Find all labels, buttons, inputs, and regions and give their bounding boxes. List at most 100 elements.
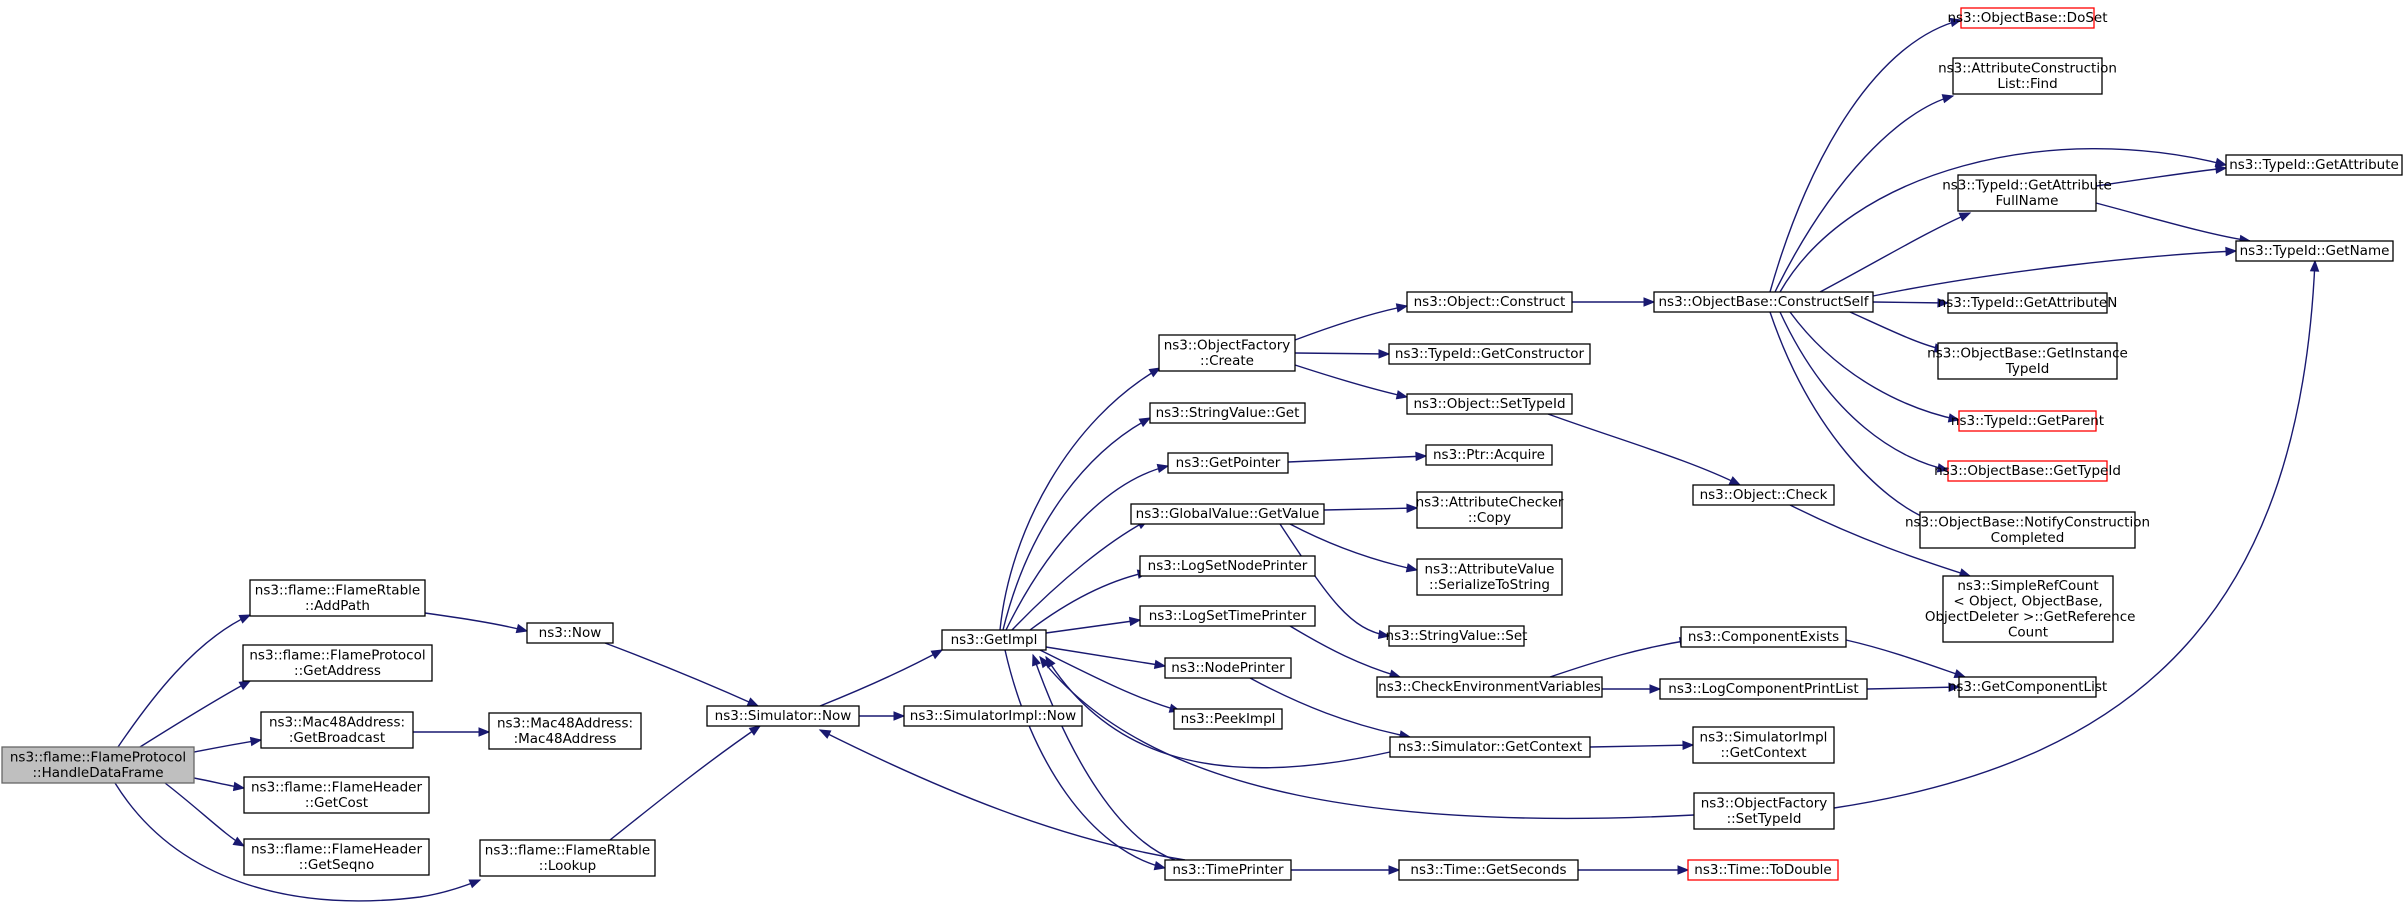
edge-getimpl-to-nodeprinter bbox=[1045, 646, 1167, 670]
node-label-line: :GetBroadcast bbox=[289, 730, 385, 746]
node-getcost[interactable]: ns3::flame::FlameHeader::GetCost bbox=[243, 776, 430, 814]
node-objcheck[interactable]: ns3::Object::Check bbox=[1692, 484, 1835, 506]
node-svget[interactable]: ns3::StringValue::Get bbox=[1149, 402, 1306, 424]
node-compexists[interactable]: ns3::ComponentExists bbox=[1680, 626, 1847, 648]
arrow-head-icon bbox=[1153, 659, 1167, 670]
node-label: ns3::ObjectBase::GetTypeId bbox=[1934, 463, 2121, 479]
node-label-line: ::SerializeToString bbox=[1429, 577, 1550, 593]
node-simimplgetctx[interactable]: ns3::SimulatorImpl::GetContext bbox=[1692, 726, 1835, 764]
node-timeprinter[interactable]: ns3::TimePrinter bbox=[1164, 859, 1292, 881]
edge-line bbox=[424, 612, 528, 632]
node-objconstruct[interactable]: ns3::Object::Construct bbox=[1406, 291, 1573, 313]
node-objsettid[interactable]: ns3::Object::SetTypeId bbox=[1406, 393, 1573, 415]
node-gvgetvalue[interactable]: ns3::GlobalValue::GetValue bbox=[1130, 503, 1325, 525]
node-logcompprint[interactable]: ns3::LogComponentPrintList bbox=[1659, 678, 1868, 700]
node-box bbox=[1149, 402, 1306, 424]
node-avser[interactable]: ns3::AttributeValue::SerializeToString bbox=[1416, 558, 1563, 596]
node-logsetnode[interactable]: ns3::LogSetNodePrinter bbox=[1139, 555, 1316, 577]
node-label-line: ns3::AttributeChecker bbox=[1416, 494, 1564, 510]
node-lookup[interactable]: ns3::flame::FlameRtable::Lookup bbox=[479, 839, 656, 877]
node-timegetsec[interactable]: ns3::Time::GetSeconds bbox=[1398, 859, 1579, 881]
node-box bbox=[941, 629, 1047, 651]
node-box bbox=[1139, 555, 1316, 577]
node-label: ns3::flame::FlameHeader::GetCost bbox=[251, 779, 422, 811]
node-ofcreate[interactable]: ns3::ObjectFactory::Create bbox=[1158, 334, 1296, 372]
edge-getimpl-to-timeprinter bbox=[1004, 649, 1167, 871]
node-getbcast[interactable]: ns3::Mac48Address::GetBroadcast bbox=[260, 711, 414, 749]
node-tidgetattrn[interactable]: ns3::TypeId::GetAttributeN bbox=[1938, 292, 2118, 314]
edge-getimpl-to-gvgetvalue bbox=[1011, 519, 1150, 631]
edge-getimpl-to-ofcreate bbox=[999, 367, 1162, 631]
node-label-line: ns3::TypeId::GetParent bbox=[1951, 413, 2104, 429]
node-label-line: ns3::Object::SetTypeId bbox=[1413, 396, 1565, 412]
edge-line bbox=[1845, 639, 1966, 678]
node-label: ns3::StringValue::Set bbox=[1386, 628, 1528, 644]
node-mac48[interactable]: ns3::Mac48Address::Mac48Address bbox=[488, 712, 642, 750]
node-addpath[interactable]: ns3::flame::FlameRtable::AddPath bbox=[249, 579, 426, 617]
edge-line bbox=[1002, 417, 1151, 631]
node-accopy[interactable]: ns3::AttributeChecker::Copy bbox=[1416, 491, 1564, 529]
node-box bbox=[1425, 444, 1553, 466]
node-obgettid[interactable]: ns3::ObjectBase::GetTypeId bbox=[1934, 460, 2121, 482]
node-obconstructself[interactable]: ns3::ObjectBase::ConstructSelf bbox=[1653, 291, 1874, 313]
node-logsettime[interactable]: ns3::LogSetTimePrinter bbox=[1139, 605, 1316, 627]
edge-line bbox=[1789, 311, 1960, 421]
node-simgetctx[interactable]: ns3::Simulator::GetContext bbox=[1389, 736, 1591, 758]
arrow-head-icon bbox=[1138, 417, 1152, 428]
node-label: ns3::Ptr::Acquire bbox=[1433, 447, 1545, 463]
node-svset[interactable]: ns3::StringValue::Set bbox=[1386, 625, 1528, 647]
node-label: ns3::TypeId::GetAttribute bbox=[2229, 157, 2399, 173]
node-nodeprinter[interactable]: ns3::NodePrinter bbox=[1164, 657, 1292, 679]
node-timetodouble[interactable]: ns3::Time::ToDouble bbox=[1687, 859, 1839, 881]
node-ofsettid[interactable]: ns3::ObjectFactory::SetTypeId bbox=[1693, 792, 1835, 830]
edge-line bbox=[1779, 148, 2227, 293]
node-label-line: ns3::CheckEnvironmentVariables bbox=[1378, 679, 1601, 695]
arrow-head-icon bbox=[818, 729, 832, 739]
node-label: ns3::LogSetTimePrinter bbox=[1149, 608, 1307, 624]
node-tidgetctor[interactable]: ns3::TypeId::GetConstructor bbox=[1388, 343, 1591, 365]
edges-layer bbox=[114, 17, 2320, 902]
node-label-line: ns3::StringValue::Set bbox=[1386, 628, 1528, 644]
edge-simgetctx-to-simimplgetctx bbox=[1589, 740, 1695, 750]
edge-line bbox=[114, 782, 481, 902]
arrow-head-icon bbox=[1948, 682, 1961, 692]
node-box bbox=[242, 644, 433, 682]
node-tidgetparent[interactable]: ns3::TypeId::GetParent bbox=[1951, 410, 2104, 432]
edge-line bbox=[1005, 465, 1169, 631]
node-simnow[interactable]: ns3::Simulator::Now bbox=[706, 705, 860, 727]
node-root: ns3::flame::FlameProtocol::HandleDataFra… bbox=[1, 746, 195, 784]
node-fpgetaddr[interactable]: ns3::flame::FlameProtocol::GetAddress bbox=[242, 644, 433, 682]
node-label: ns3::Time::GetSeconds bbox=[1410, 862, 1566, 878]
edge-addpath-to-now bbox=[424, 612, 529, 634]
arrow-head-icon bbox=[1677, 865, 1690, 875]
arrow-head-icon bbox=[515, 623, 529, 634]
node-simplerefcount[interactable]: ns3::SimpleRefCount< Object, ObjectBase,… bbox=[1921, 575, 2136, 643]
node-label-line: ::Create bbox=[1200, 353, 1254, 369]
node-getpointer[interactable]: ns3::GetPointer bbox=[1167, 452, 1289, 474]
node-getcomplist[interactable]: ns3::GetComponentList bbox=[1948, 676, 2107, 698]
edge-root-to-getcost bbox=[193, 777, 246, 792]
edge-obconstructself-to-tidgetattr bbox=[1779, 148, 2228, 293]
node-obdoset[interactable]: ns3::ObjectBase::DoSet bbox=[1947, 7, 2108, 29]
node-tidgetname[interactable]: ns3::TypeId::GetName bbox=[2235, 240, 2394, 262]
node-now[interactable]: ns3::Now bbox=[526, 622, 614, 644]
node-ptracquire[interactable]: ns3::Ptr::Acquire bbox=[1425, 444, 1553, 466]
node-checkenv[interactable]: ns3::CheckEnvironmentVariables bbox=[1376, 676, 1603, 698]
node-simimplnow[interactable]: ns3::SimulatorImpl::Now bbox=[903, 705, 1083, 727]
arrow-head-icon bbox=[238, 680, 252, 691]
node-box bbox=[1687, 859, 1839, 881]
arrow-head-icon bbox=[1156, 463, 1170, 474]
edge-line bbox=[2095, 167, 2227, 187]
node-tidgetattr[interactable]: ns3::TypeId::GetAttribute bbox=[2225, 154, 2403, 176]
node-box bbox=[1692, 484, 1835, 506]
node-label-line: ns3::GetPointer bbox=[1176, 455, 1281, 471]
node-peekimpl[interactable]: ns3::PeekImpl bbox=[1173, 708, 1283, 730]
node-getseqno[interactable]: ns3::flame::FlameHeader::GetSeqno bbox=[243, 838, 430, 876]
node-getimpl[interactable]: ns3::GetImpl bbox=[941, 629, 1047, 651]
